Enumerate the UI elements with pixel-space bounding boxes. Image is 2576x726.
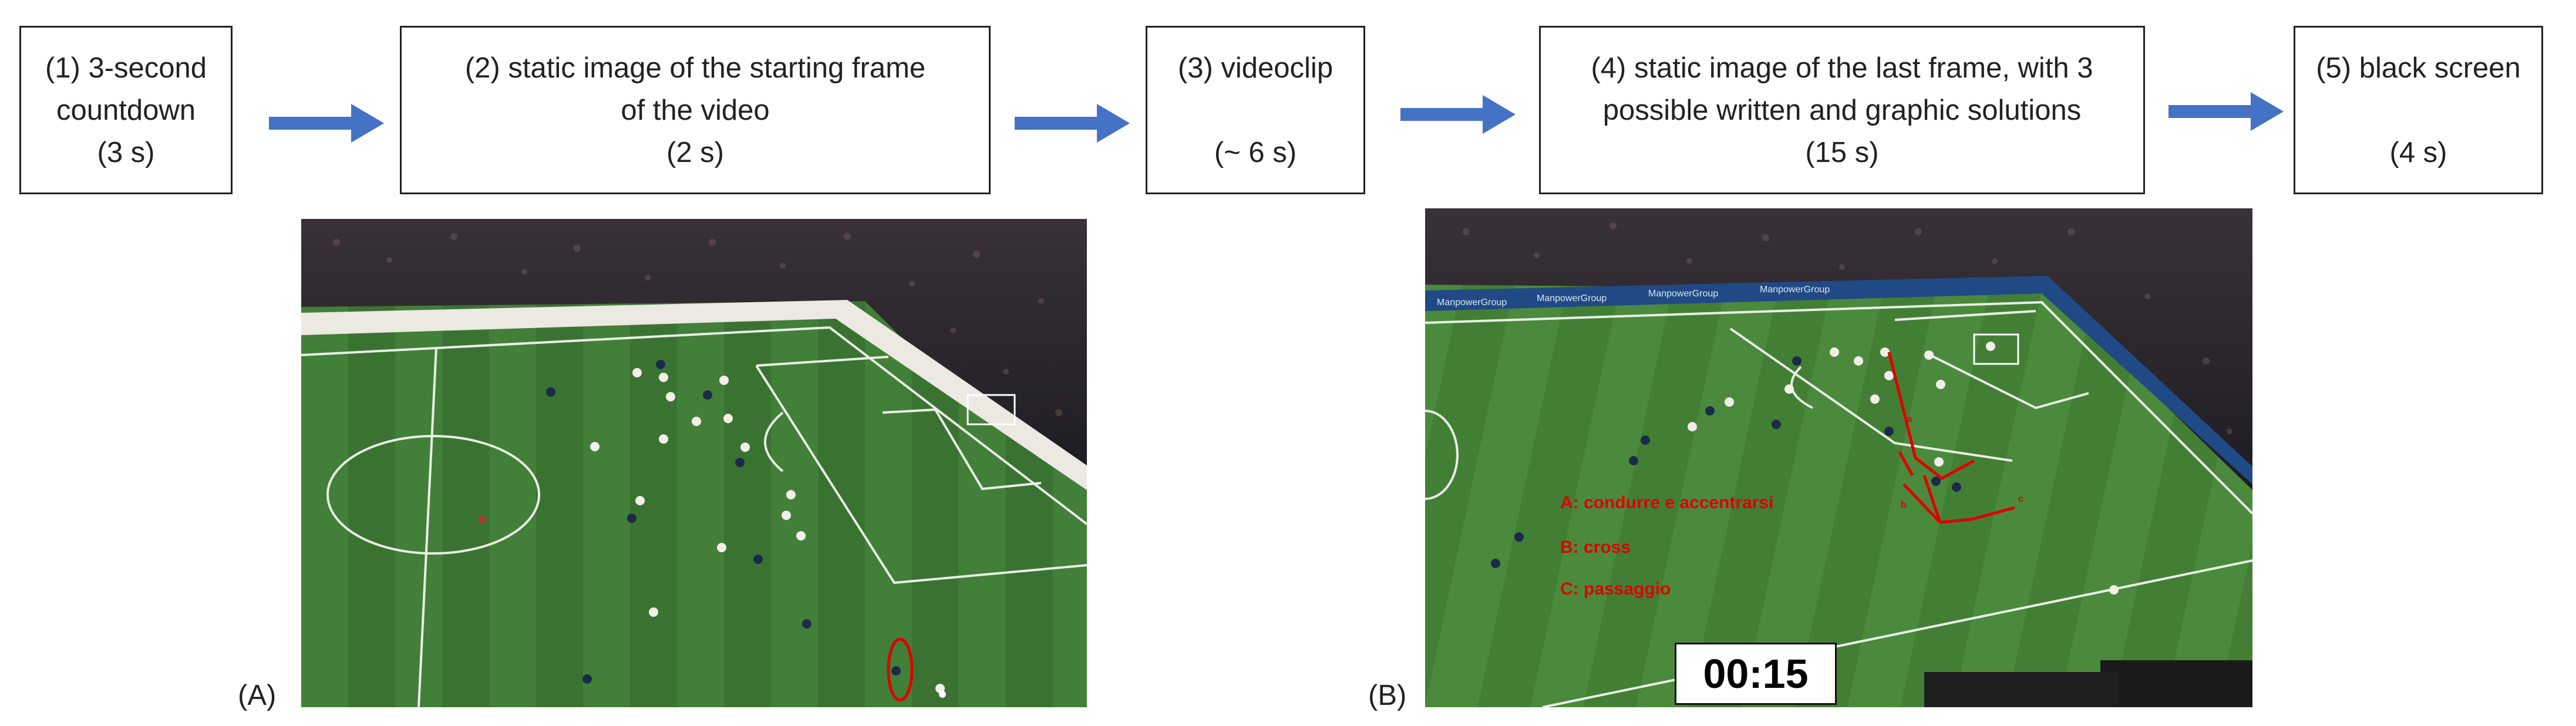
svg-text:ManpowerGroup: ManpowerGroup bbox=[1760, 285, 1830, 295]
step-5-box: (5) black screen (4 s) bbox=[2294, 26, 2543, 194]
step-4-box: (4) static image of the last frame, with… bbox=[1539, 26, 2145, 194]
solution-marker-a: a bbox=[1907, 414, 1912, 424]
step-1-box: (1) 3-second countdown (3 s) bbox=[19, 26, 233, 194]
step-2-line1: (2) static image of the starting frame bbox=[464, 52, 926, 84]
step-1-line1: (1) 3-second bbox=[45, 52, 207, 84]
step-2-line3: (2 s) bbox=[666, 136, 724, 168]
step-2-box: (2) static image of the starting frame o… bbox=[400, 26, 991, 194]
step-1-line3: (3 s) bbox=[97, 136, 155, 168]
panel-a-image bbox=[301, 219, 1087, 707]
pitch-line-icon bbox=[301, 326, 1087, 707]
step-3-box: (3) videoclip (~ 6 s) bbox=[1146, 26, 1365, 194]
svg-text:ManpowerGroup: ManpowerGroup bbox=[1648, 289, 1718, 299]
step-3-line1: (3) videoclip bbox=[1177, 52, 1334, 84]
panel-b-label: (B) bbox=[1368, 680, 1407, 711]
svg-text:ManpowerGroup: ManpowerGroup bbox=[1537, 293, 1607, 303]
solution-a-text: A: condurre e accentrarsi bbox=[1560, 493, 1774, 512]
countdown-timer: 00:15 bbox=[1675, 643, 1837, 705]
step-2-line2: of the video bbox=[621, 94, 770, 126]
solution-c-text: C: passaggio bbox=[1560, 579, 1671, 599]
flow-arrow-icon bbox=[1015, 104, 1130, 143]
solution-b-text: B: cross bbox=[1560, 538, 1631, 557]
svg-text:ManpowerGroup: ManpowerGroup bbox=[1437, 298, 1507, 308]
panel-a-label: (A) bbox=[238, 680, 277, 711]
solution-marker-c: c bbox=[2018, 494, 2023, 504]
solution-marker-b: b bbox=[1901, 500, 1907, 510]
flow-arrow-icon bbox=[1400, 95, 1516, 134]
step-4-line1: (4) static image of the last frame, with… bbox=[1591, 52, 2093, 84]
highlight-circle-icon bbox=[887, 637, 914, 702]
step-4-line3: (15 s) bbox=[1805, 136, 1879, 168]
panel-b-image: ManpowerGroup ManpowerGroup ManpowerGrou… bbox=[1425, 208, 2252, 707]
step-5-line1: (5) black screen bbox=[2316, 52, 2521, 84]
flow-arrow-icon bbox=[269, 104, 384, 143]
step-5-line3: (4 s) bbox=[2389, 136, 2447, 168]
flow-arrow-icon bbox=[2168, 92, 2284, 131]
step-1-line2: countdown bbox=[56, 94, 196, 126]
step-3-line3: (~ 6 s) bbox=[1214, 136, 1297, 168]
step-4-line2: possible written and graphic solutions bbox=[1602, 94, 2082, 126]
